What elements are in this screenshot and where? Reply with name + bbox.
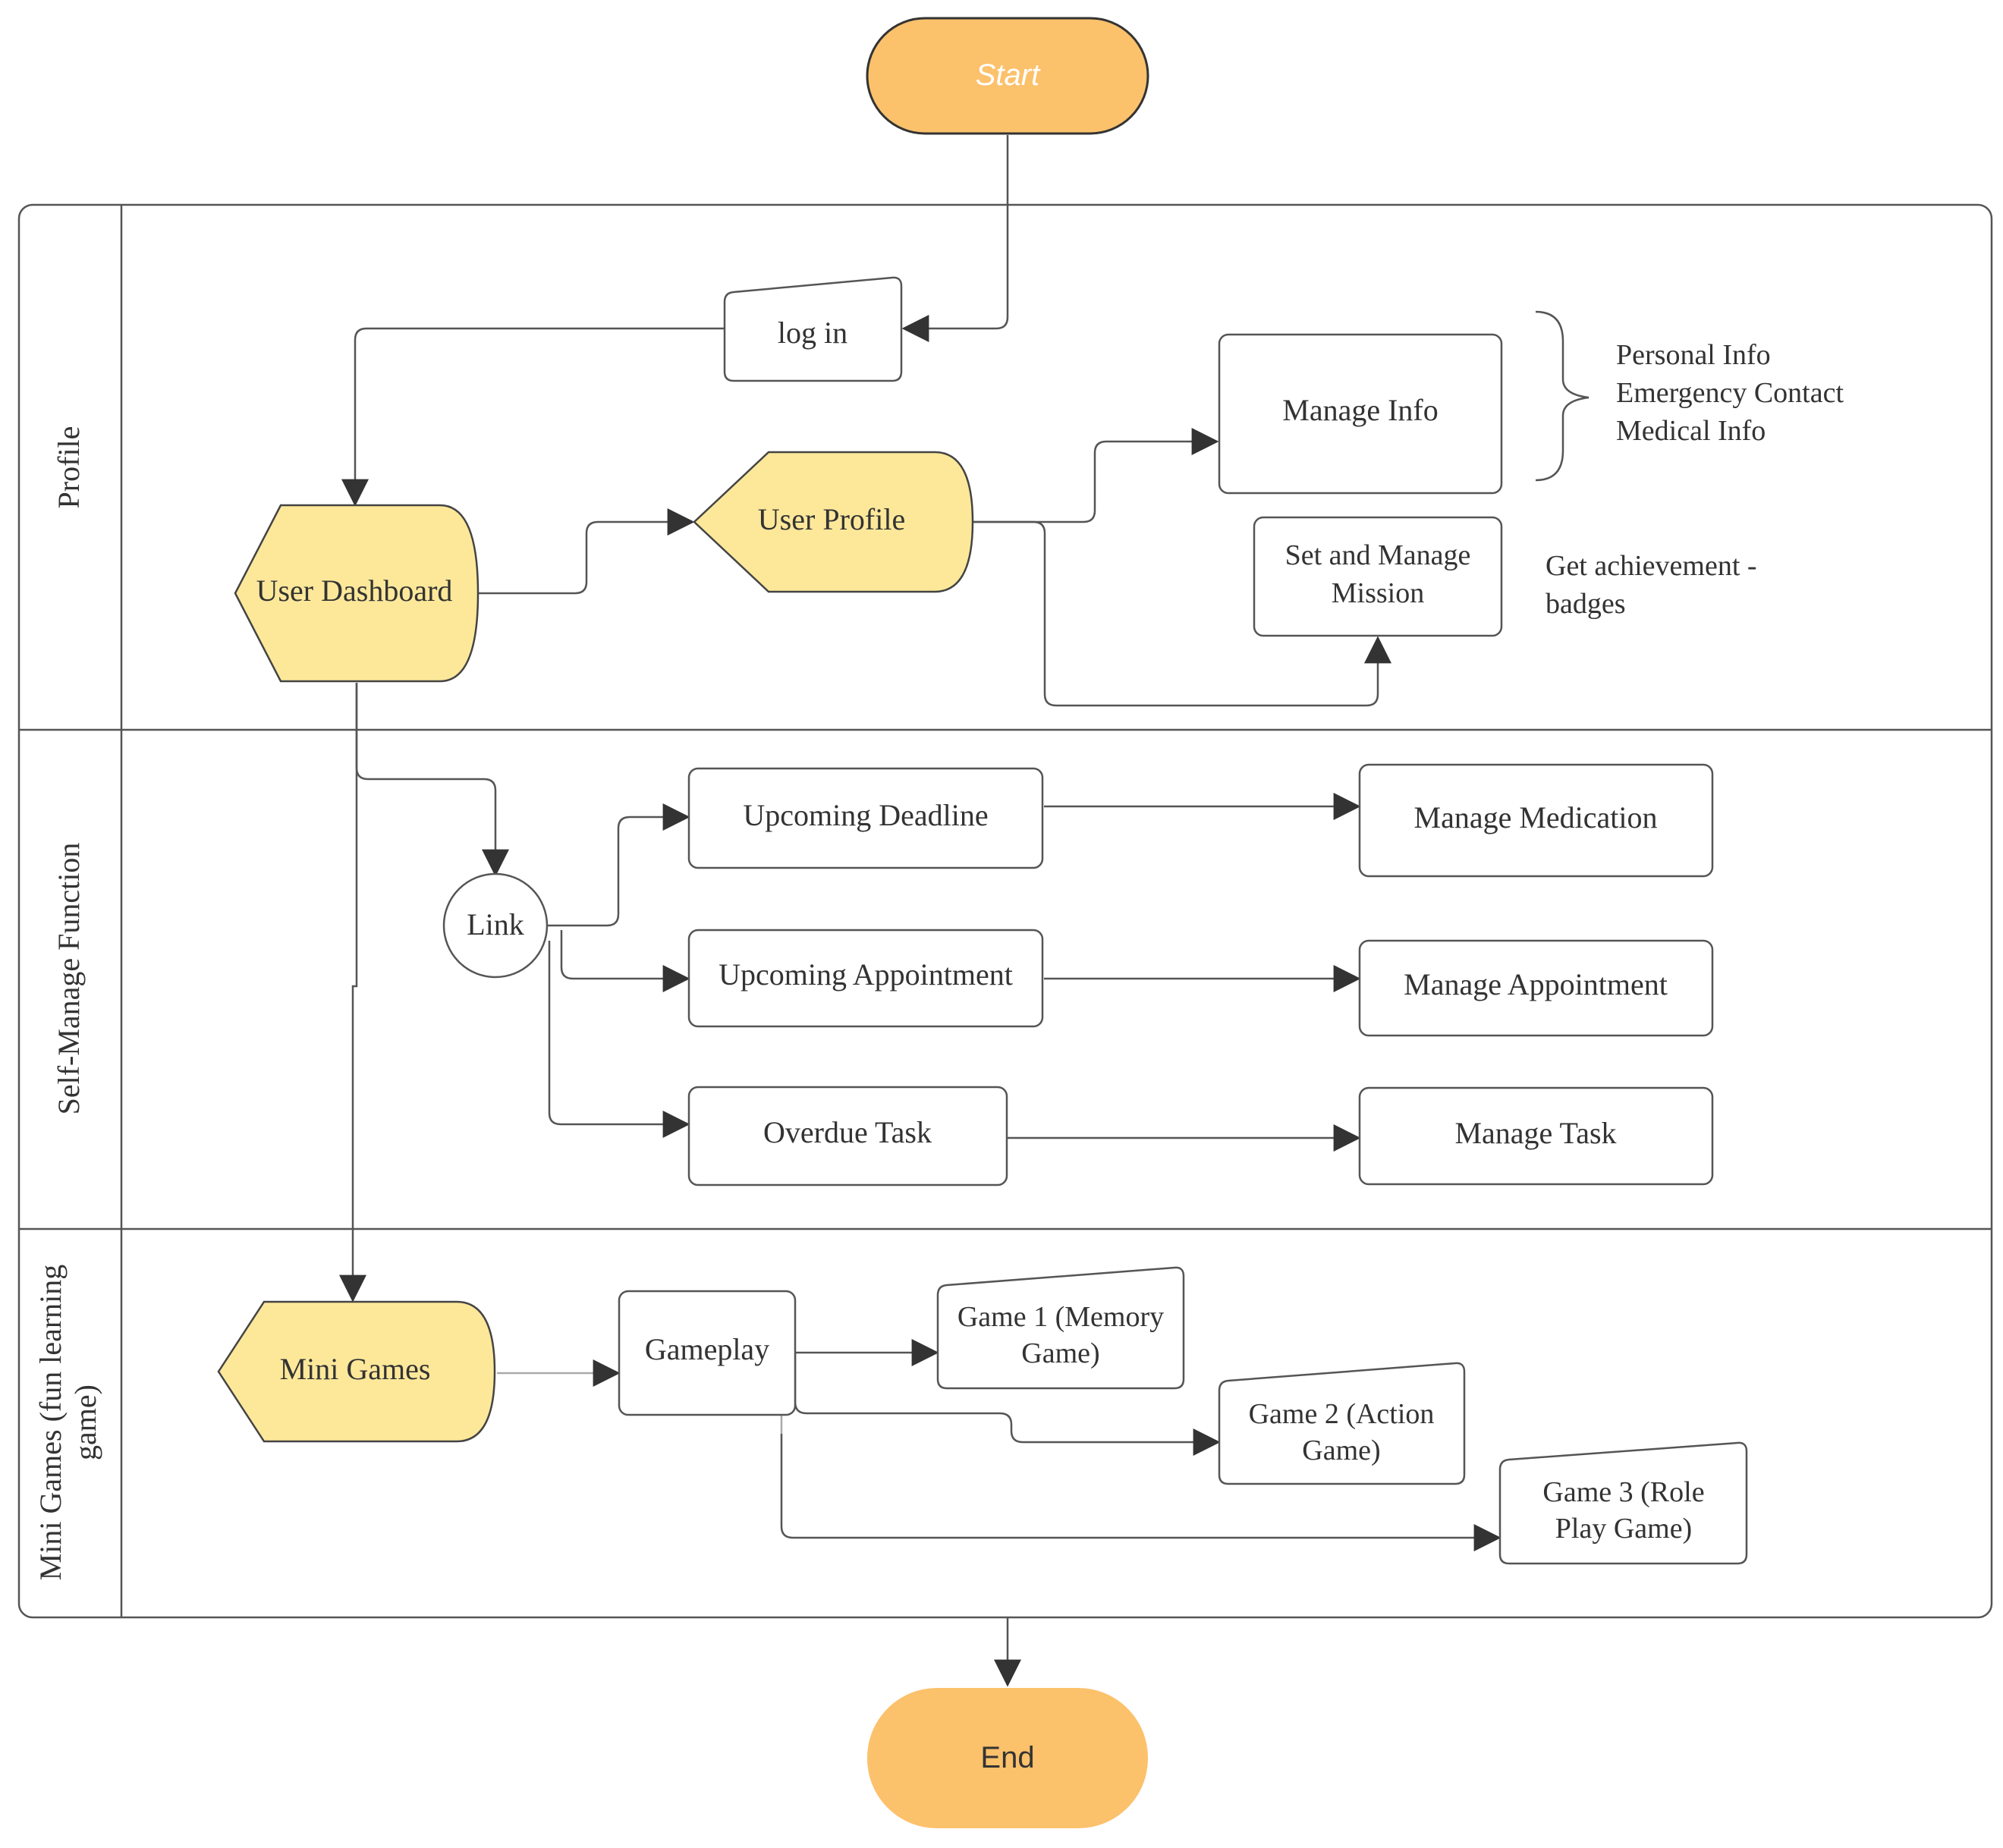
node-manage-medication: Manage Medication	[1358, 763, 1714, 878]
node-upcoming-deadline: Upcoming Deadline	[687, 767, 1044, 869]
node-set-manage-mission: Set and Manage Mission	[1253, 516, 1503, 637]
game-2-label-line2: Game)	[1302, 1435, 1380, 1466]
node-user-dashboard: User Dashboard	[234, 504, 480, 683]
set-manage-mission-label-line2: Mission	[1332, 577, 1424, 609]
connector-gameplay-game2	[794, 1353, 1221, 1456]
upcoming-appointment-label: Upcoming Appointment	[719, 957, 1013, 992]
connector-login-dashboard	[341, 327, 725, 507]
manage-info-label: Manage Info	[1282, 393, 1438, 427]
lane-label-mini-games: Mini Games (fun learning	[33, 1265, 68, 1581]
manage-appointment-label: Manage Appointment	[1404, 967, 1668, 1001]
start-terminal: Start	[866, 17, 1149, 135]
node-manage-task: Manage Task	[1358, 1086, 1714, 1186]
connector-profile-mission	[973, 520, 1391, 707]
node-overdue-task: Overdue Task	[687, 1086, 1008, 1186]
node-log-in: log in	[723, 276, 903, 382]
node-manage-appointment: Manage Appointment	[1358, 939, 1714, 1037]
info-item-emergency: Emergency Contact	[1616, 377, 1844, 409]
set-manage-mission-label-line1: Set and Manage	[1285, 539, 1471, 571]
info-item-personal: Personal Info	[1616, 339, 1771, 371]
achievement-note-line2: badges	[1545, 588, 1626, 620]
lane-label-self-manage: Self-Manage Function	[52, 843, 86, 1115]
user-dashboard-label: User Dashboard	[256, 574, 453, 608]
node-mini-games: Mini Games	[217, 1300, 496, 1443]
info-item-medical: Medical Info	[1616, 415, 1766, 447]
game-1-label-line2: Game)	[1021, 1337, 1099, 1369]
node-game-3: Game 3 (Role Play Game)	[1498, 1441, 1748, 1565]
manage-task-label: Manage Task	[1454, 1116, 1616, 1150]
game-3-label-line1: Game 3 (Role	[1542, 1476, 1704, 1508]
connector-start-login	[901, 135, 1009, 342]
connector-link-appointment	[560, 930, 690, 992]
lane-label-profile: Profile	[52, 426, 86, 509]
connector-link-overdue	[548, 941, 690, 1138]
start-label: Start	[976, 58, 1041, 92]
manage-medication-label: Manage Medication	[1414, 800, 1658, 834]
end-label: End	[980, 1741, 1034, 1774]
node-user-profile: User Profile	[693, 451, 974, 593]
overdue-task-label: Overdue Task	[763, 1115, 932, 1149]
info-brace	[1535, 310, 1590, 482]
game-2-label-line1: Game 2 (Action	[1249, 1398, 1435, 1430]
connector-profile-manageinfo	[973, 428, 1219, 523]
node-game-2: Game 2 (Action Game)	[1218, 1362, 1466, 1485]
node-game-1: Game 1 (Memory Game)	[936, 1266, 1185, 1390]
connectors	[339, 135, 1501, 1687]
end-terminal: End	[867, 1688, 1148, 1828]
link-label: Link	[467, 907, 524, 941]
lane-label-mini-games-line2: game)	[68, 1384, 102, 1460]
node-manage-info: Manage Info	[1218, 333, 1503, 495]
swimlane-frame	[17, 203, 1993, 1619]
node-link: Link	[442, 872, 549, 979]
connector-dashboard-link	[355, 683, 509, 877]
node-upcoming-appointment: Upcoming Appointment	[687, 929, 1044, 1028]
upcoming-deadline-label: Upcoming Deadline	[743, 798, 988, 832]
connector-gameplay-game3	[780, 1434, 1501, 1551]
game-1-label-line1: Game 1 (Memory	[957, 1301, 1164, 1333]
log-in-label: log in	[778, 316, 847, 350]
mini-games-label: Mini Games	[280, 1352, 431, 1386]
user-profile-label: User Profile	[758, 502, 905, 536]
connector-dashboard-minigames	[339, 683, 366, 1303]
node-gameplay: Gameplay	[618, 1290, 797, 1416]
connector-dashboard-profile	[478, 508, 695, 595]
gameplay-label: Gameplay	[645, 1332, 769, 1366]
connector-link-deadline	[548, 803, 690, 927]
achievement-note-line1: Get achievement -	[1545, 550, 1757, 582]
game-3-label-line2: Play Game)	[1555, 1513, 1692, 1545]
